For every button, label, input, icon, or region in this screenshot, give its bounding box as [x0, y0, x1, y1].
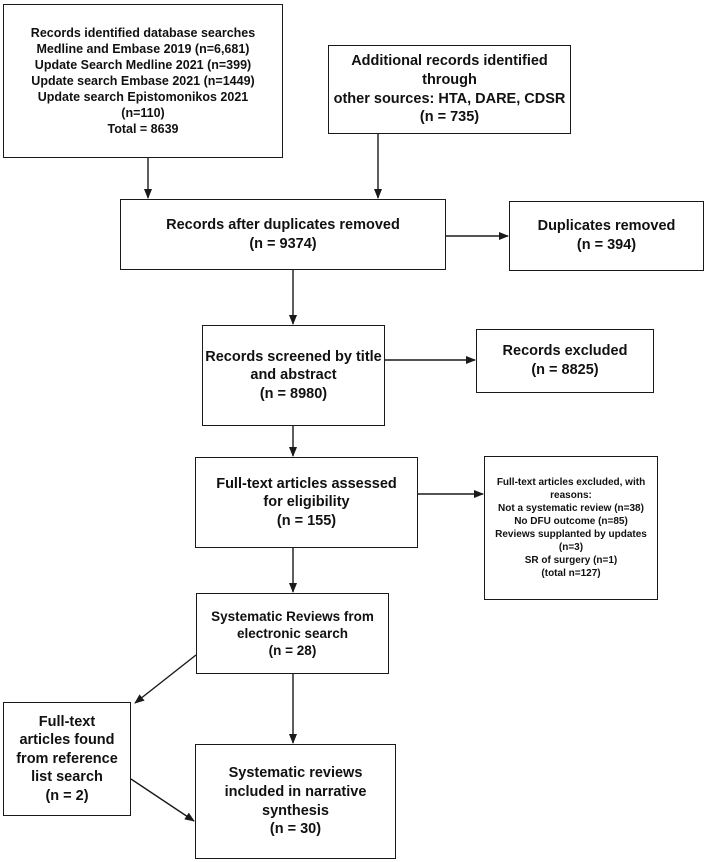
box-line: Reviews supplanted by updates [495, 529, 647, 540]
box-line: articles found [19, 732, 115, 749]
box-line: Full-text articles assessed [216, 475, 397, 492]
arrow-sr-to-reference [134, 654, 197, 704]
box-line: (n=110) [121, 106, 165, 120]
box-line: Records excluded [502, 343, 628, 360]
screened-box: Records screened by title and abstract (… [202, 325, 385, 426]
box-line: (n = 30) [269, 821, 322, 838]
box-line: Duplicates removed [537, 218, 676, 235]
other-sources-box: Additional records identified through ot… [328, 45, 571, 134]
box-line: included in narrative [224, 783, 367, 800]
box-line: SR of surgery (n=1) [524, 555, 618, 566]
box-line: electronic search [236, 625, 349, 641]
box-line: Records identified database searches [30, 26, 256, 40]
box-line: other sources: HTA, DARE, CDSR [333, 90, 566, 107]
box-line: (n = 8980) [259, 385, 328, 402]
arrow-reference-to-included [130, 778, 195, 822]
duplicates-removed-box: Duplicates removed (n = 394) [509, 201, 704, 271]
box-line: (total n=127) [541, 568, 601, 579]
box-line: synthesis [262, 802, 329, 819]
box-line: Not a systematic review (n=38) [498, 503, 644, 514]
box-line: Systematic reviews [228, 765, 363, 782]
database-search-box: Records identified database searches Med… [3, 4, 283, 158]
box-line: (n = 8825) [531, 362, 599, 378]
box-line: Full-text articles excluded, with [496, 477, 646, 488]
box-line: (n = 9374) [249, 235, 317, 252]
included-box: Systematic reviews included in narrative… [195, 744, 396, 859]
records-excluded-box: Records excluded (n = 8825) [476, 329, 654, 393]
box-line: list search [31, 769, 103, 786]
box-line: (n = 155) [276, 512, 337, 529]
box-line: (n = 28) [268, 643, 317, 659]
reference-list-box: Full-text articles found from reference … [3, 702, 131, 816]
box-line: (n = 2) [45, 787, 89, 804]
fulltext-assessed-box: Full-text articles assessed for eligibil… [195, 457, 418, 548]
box-line: Additional records identified through [351, 53, 548, 88]
box-line: Systematic Reviews from [211, 608, 374, 624]
box-line: Records after duplicates removed [166, 216, 400, 233]
box-line: for eligibility [263, 494, 350, 511]
box-line: Medline and Embase 2019 (n=6,681) [36, 42, 250, 56]
box-line: Total = 8639 [107, 122, 179, 136]
box-line: (n = 394) [576, 237, 637, 253]
box-line: Update search Embase 2021 (n=1449) [31, 74, 255, 88]
box-line: and abstract [250, 367, 337, 384]
box-line: Update Search Medline 2021 (n=399) [34, 58, 252, 72]
box-line: No DFU outcome (n=85) [514, 516, 628, 527]
sr-electronic-box: Systematic Reviews from electronic searc… [196, 593, 389, 674]
box-line: (n = 735) [419, 109, 480, 126]
box-line: (n=3) [558, 542, 584, 553]
box-line: Update search Epistomonikos 2021 [37, 90, 249, 104]
box-line: Full-text [38, 713, 96, 730]
box-line: Records screened by title [205, 348, 382, 365]
after-duplicates-box: Records after duplicates removed (n = 93… [120, 199, 446, 270]
fulltext-excluded-box: Full-text articles excluded, with reason… [484, 456, 658, 600]
box-line: reasons: [550, 490, 592, 501]
box-line: from reference [16, 750, 118, 767]
